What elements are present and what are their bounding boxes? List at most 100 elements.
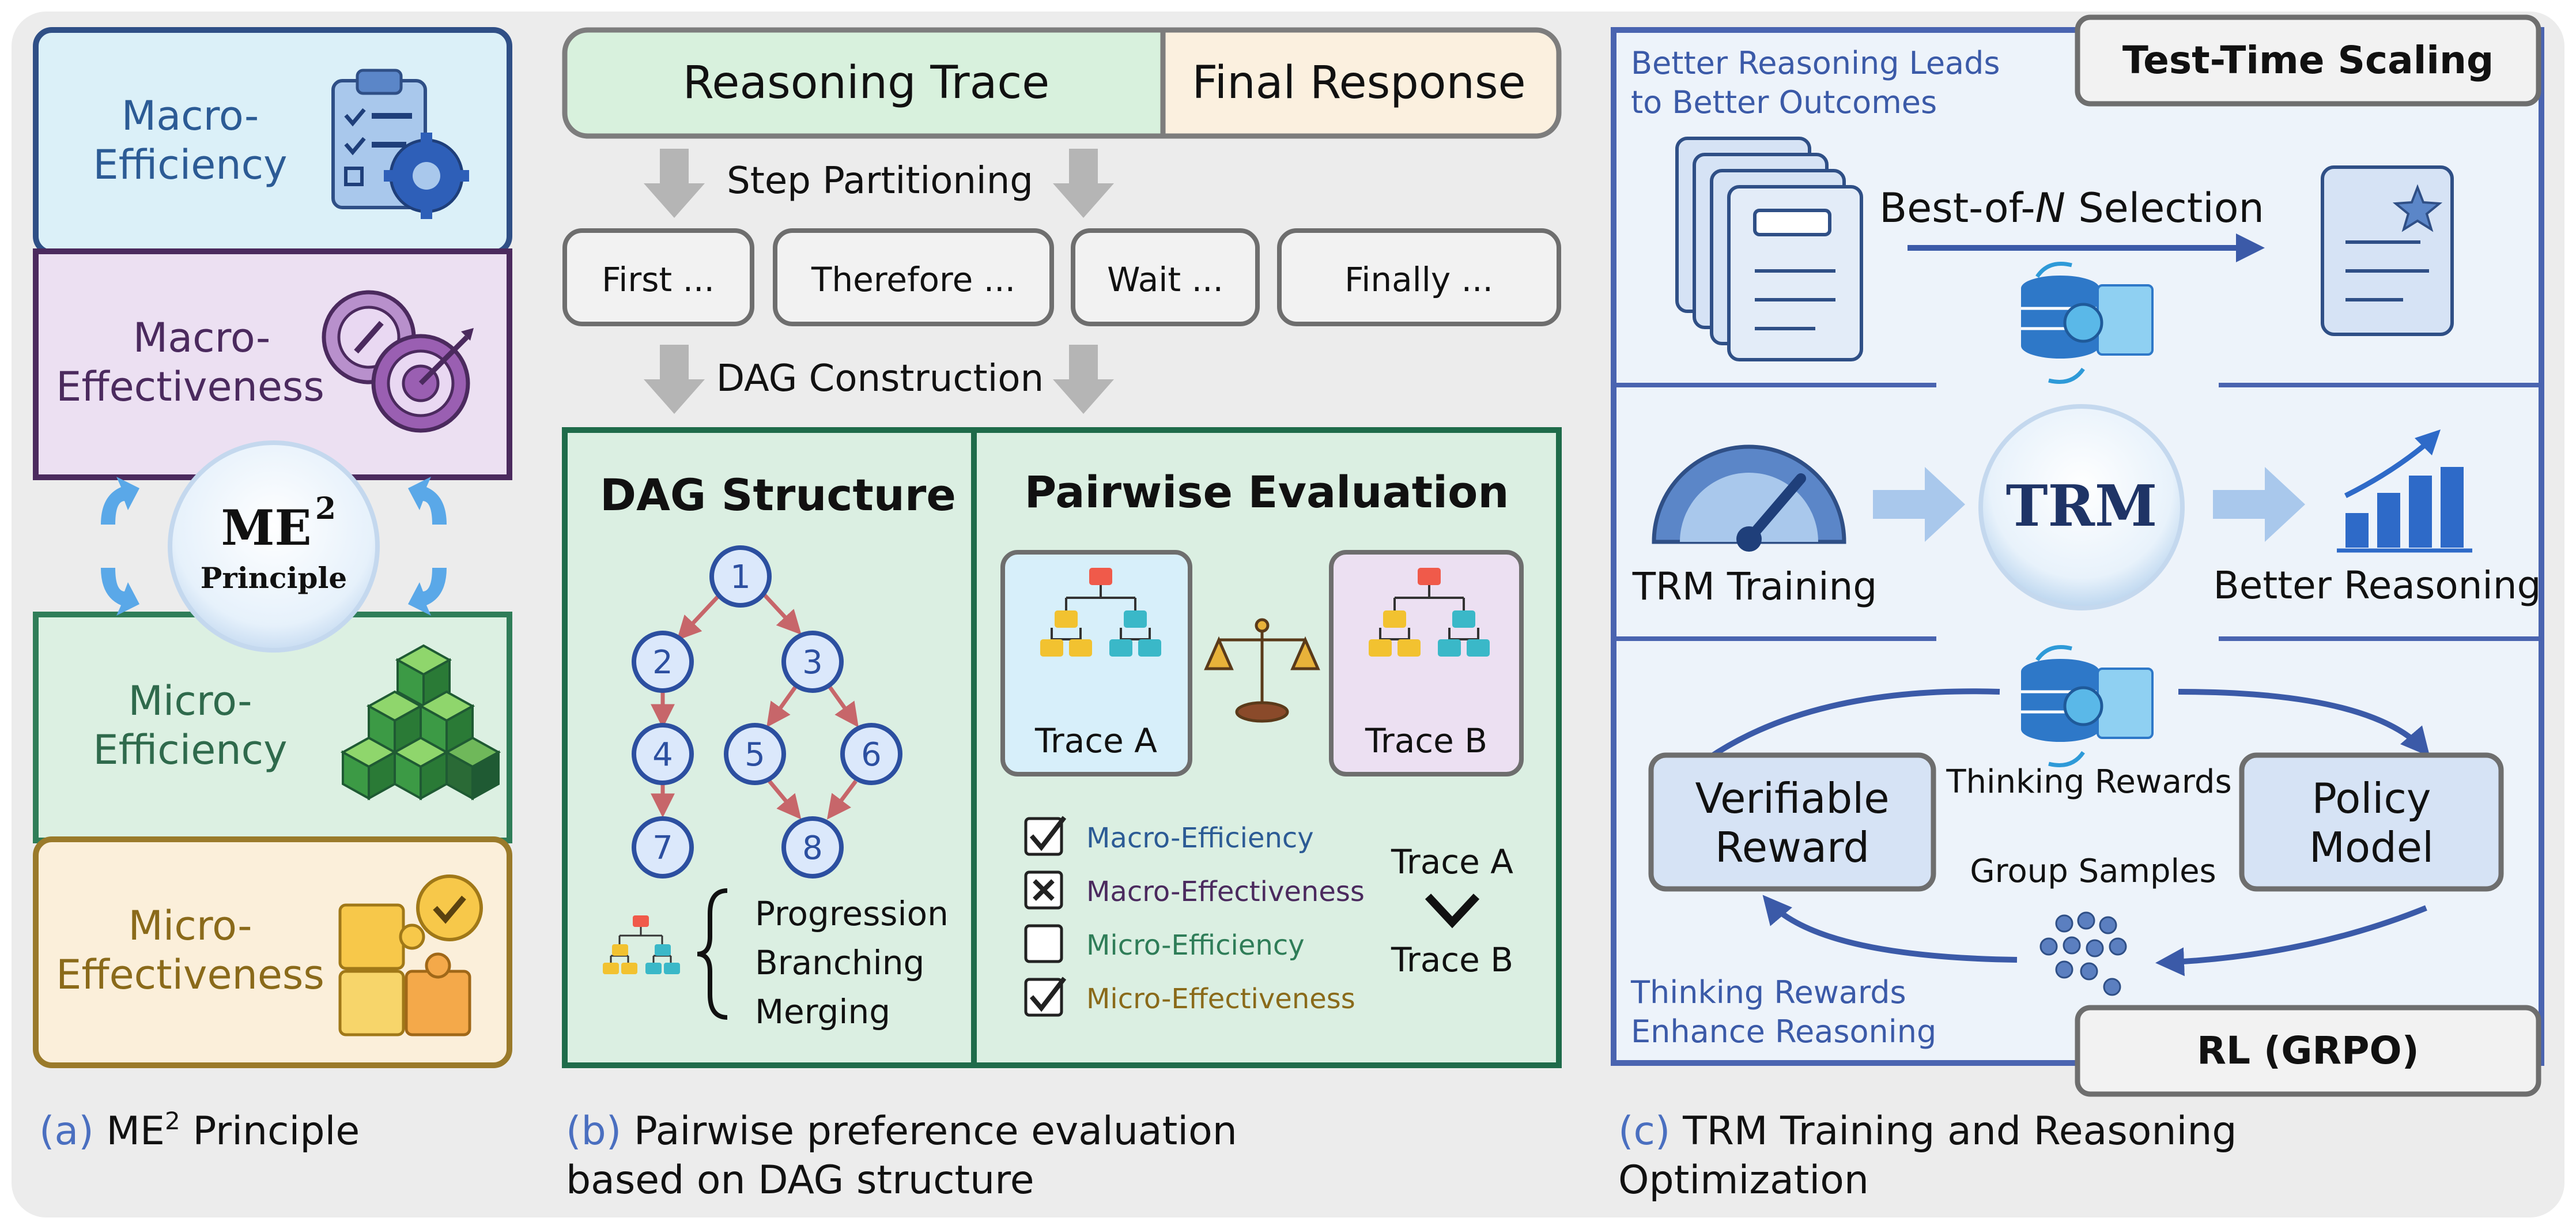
enhance-reasoning-line1: Thinking Rewards xyxy=(1630,974,1906,1011)
caption-b-line1: (b) Pairwise preference evaluation xyxy=(566,1109,1237,1154)
final-response-label: Final Response xyxy=(1192,57,1525,109)
dag-node-label: 4 xyxy=(652,736,673,774)
dag-node-label: 1 xyxy=(730,559,751,596)
document-stack-icon xyxy=(1675,137,1863,361)
samples-dots-icon xyxy=(2039,911,2127,996)
trace-a-label: Trace A xyxy=(1034,721,1157,760)
box-label-line1: Micro- xyxy=(129,902,252,949)
gray-arrows-top xyxy=(644,149,1114,218)
compare-top-label: Trace A xyxy=(1391,842,1513,881)
arrow-icon xyxy=(408,568,447,616)
dag-construction-label: DAG Construction xyxy=(716,357,1044,400)
dag-node xyxy=(632,631,694,693)
database-gear-icon xyxy=(2021,645,2154,767)
trm-training-label: TRM Training xyxy=(1632,564,1878,609)
box-label-line1: Micro- xyxy=(129,677,252,725)
me2-superscript: 2 xyxy=(315,491,336,526)
caption-a: (a) ME2 Principle xyxy=(39,1107,360,1154)
rl-grpo-badge xyxy=(2075,1005,2541,1097)
dag-node xyxy=(632,723,694,785)
legend-item: Progression xyxy=(755,894,949,933)
tree-icon xyxy=(1040,568,1161,657)
criterion-label: Macro-Effectiveness xyxy=(1086,876,1365,908)
dag-node xyxy=(709,545,772,608)
dag-node-label: 3 xyxy=(802,644,823,681)
clipboard-gear-icon xyxy=(331,69,469,219)
test-time-scaling-label: Test-Time Scaling xyxy=(2122,38,2494,82)
legend-item: Merging xyxy=(755,992,890,1031)
step-box xyxy=(773,228,1054,326)
me2-subtitle: Principle xyxy=(201,561,348,595)
compare-bottom-label: Trace B xyxy=(1391,940,1513,979)
better-outcomes-line2: to Better Outcomes xyxy=(1631,84,1937,120)
rl-grpo-label: RL (GRPO) xyxy=(2197,1028,2419,1073)
reasoning-trace-label: Reasoning Trace xyxy=(683,57,1050,109)
loop-arrow xyxy=(2155,905,2427,977)
policy-model-line1: Policy xyxy=(2311,774,2431,823)
verifiable-reward-box xyxy=(1648,752,1936,892)
checkbox xyxy=(1024,924,1063,963)
better-reasoning-label: Better Reasoning xyxy=(2214,563,2541,608)
dag-edges xyxy=(651,589,859,820)
dag-node xyxy=(632,816,694,879)
trace-a-card xyxy=(1000,550,1192,776)
step-box xyxy=(1277,228,1561,326)
star-document-icon xyxy=(2321,165,2454,336)
box-label-line2: Effectiveness xyxy=(56,363,324,410)
reasoning-trace-box xyxy=(565,30,1163,136)
me2-circle xyxy=(168,440,380,653)
scale-icon xyxy=(1204,618,1320,723)
speedometer-icon xyxy=(1652,444,1846,552)
step-label: Wait ... xyxy=(1107,260,1223,299)
test-time-scaling-badge xyxy=(2075,14,2541,107)
arrow-icon xyxy=(408,477,447,525)
caption-b-line2: based on DAG structure xyxy=(566,1158,1034,1203)
down-arrow-icon xyxy=(644,345,705,414)
trm-circle xyxy=(1978,404,2185,610)
me2-title: ME xyxy=(221,499,311,556)
rl-loop-arrows xyxy=(1707,688,2430,977)
criterion-label: Macro-Efficiency xyxy=(1086,822,1314,854)
panel-c: Test-Time Scaling Better Reasoning Leads… xyxy=(1611,14,2544,1203)
dag-edge xyxy=(677,589,725,641)
dag-node-label: 2 xyxy=(652,644,673,681)
dag-node-label: 7 xyxy=(652,830,673,867)
down-arrow-icon xyxy=(644,149,705,218)
check-icon xyxy=(1029,977,1067,1012)
enhance-reasoning-line2: Enhance Reasoning xyxy=(1631,1013,1936,1050)
dag-edge xyxy=(825,681,859,727)
criterion-label: Micro-Effectiveness xyxy=(1086,983,1355,1015)
cubes-icon xyxy=(340,644,501,801)
dag-structure-title: DAG Structure xyxy=(600,469,956,521)
dag-edge xyxy=(826,779,858,820)
dag-nodes: 1 2 3 4 5 6 7 8 xyxy=(632,545,902,879)
trm-label: TRM xyxy=(2006,473,2158,540)
legend-brace xyxy=(697,888,728,1020)
dag-node xyxy=(781,816,844,879)
legend-item: Branching xyxy=(755,943,924,982)
tree-icon xyxy=(603,915,680,974)
down-arrow-icon xyxy=(1053,149,1114,218)
dag-node xyxy=(724,723,786,785)
dag-edge xyxy=(759,589,802,635)
box-label-line2: Efficiency xyxy=(93,141,287,189)
step-label: First ... xyxy=(602,260,715,299)
caption-c-line1: (c) TRM Training and Reasoning xyxy=(1618,1109,2237,1154)
double-arrows xyxy=(101,477,447,616)
loop-arrow xyxy=(1762,895,2018,963)
check-icon xyxy=(1029,816,1067,851)
loop-arrow xyxy=(1707,688,2000,761)
policy-model-line2: Model xyxy=(2309,823,2434,872)
verifiable-reward-line1: Verifiable xyxy=(1695,774,1889,823)
trace-b-card xyxy=(1329,550,1524,776)
right-arrow-icon xyxy=(1873,467,1965,542)
dag-edge xyxy=(768,779,802,820)
step-partitioning-label: Step Partitioning xyxy=(727,160,1033,202)
trace-b-label: Trace B xyxy=(1365,721,1487,760)
dag-node-label: 8 xyxy=(802,830,823,867)
gray-arrows-mid xyxy=(644,345,1114,414)
arrow-icon xyxy=(101,477,139,525)
cross-icon xyxy=(1033,879,1055,901)
box-label-line1: Macro- xyxy=(122,92,259,140)
